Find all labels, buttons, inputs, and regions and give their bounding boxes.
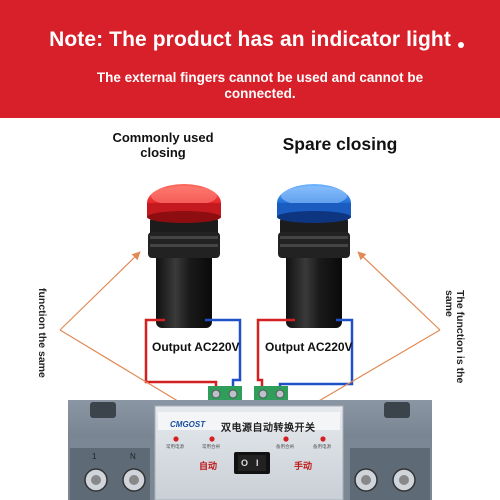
indicator-label-4: 备用电源 bbox=[313, 444, 331, 449]
function-label-left: function the same bbox=[36, 288, 48, 378]
panel-title: 双电源自动转换开关 bbox=[221, 423, 316, 434]
indicator-label-2: 常用合闸 bbox=[202, 444, 220, 449]
pointer-arrows bbox=[59, 251, 441, 413]
blue-indicator-light bbox=[277, 184, 351, 328]
brand-logo: CMGOST bbox=[170, 420, 206, 429]
function-label-right: The function is the same bbox=[443, 290, 466, 384]
commonly-used-closing-label: Commonly used closing bbox=[112, 130, 214, 160]
output-label-red: Output AC220V bbox=[152, 340, 240, 354]
switch-off-mark: O bbox=[241, 458, 249, 468]
banner-dot bbox=[458, 42, 464, 48]
manual-mode-label: 手动 bbox=[294, 461, 313, 471]
terminal-block bbox=[208, 386, 288, 402]
banner-subtitle: The external fingers cannot be used and … bbox=[96, 70, 424, 101]
switch-on-mark: I bbox=[256, 458, 259, 468]
notice-banner: Note: The product has an indicator light… bbox=[0, 0, 500, 118]
red-indicator-light bbox=[147, 184, 221, 328]
transfer-switch bbox=[68, 400, 432, 500]
red-light-wires bbox=[144, 318, 242, 392]
terminal-label-n: N bbox=[130, 452, 136, 461]
auto-mode-label: 自动 bbox=[199, 461, 218, 471]
terminal-label-1: 1 bbox=[92, 452, 97, 461]
indicator-label-1: 常用电源 bbox=[166, 444, 184, 449]
spare-closing-label: Spare closing bbox=[282, 134, 398, 154]
banner-title: Note: The product has an indicator light bbox=[49, 28, 451, 51]
blue-light-wires bbox=[256, 318, 354, 392]
output-label-blue: Output AC220V bbox=[265, 340, 353, 354]
indicator-label-3: 备用合闸 bbox=[276, 444, 294, 449]
